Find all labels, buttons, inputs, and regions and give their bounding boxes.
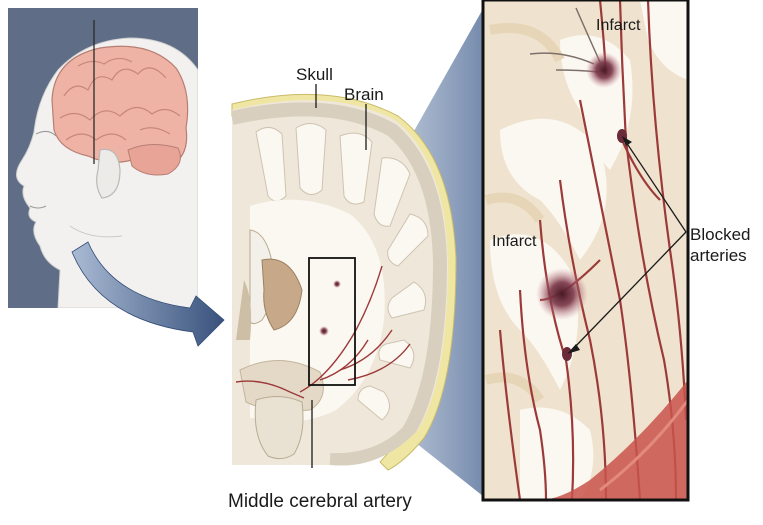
- brain-coronal-section-illustration: [232, 94, 462, 480]
- label-blocked-line1: Blocked: [690, 225, 750, 244]
- label-infarct-top: Infarct: [596, 17, 641, 34]
- zoomed-cortex-illustration: [483, 0, 688, 500]
- label-skull: Skull: [296, 65, 333, 84]
- zoomed-cortex-panel: [483, 0, 688, 500]
- label-blocked-line2: arteries: [690, 246, 747, 265]
- infarct-top: [586, 52, 622, 88]
- head-profile-panel: [8, 8, 198, 308]
- label-infarct-left: Infarct: [492, 233, 537, 250]
- label-middle-cerebral-artery: Middle cerebral artery: [228, 491, 412, 512]
- label-brain: Brain: [344, 85, 384, 104]
- infarct-bottom: [536, 268, 588, 320]
